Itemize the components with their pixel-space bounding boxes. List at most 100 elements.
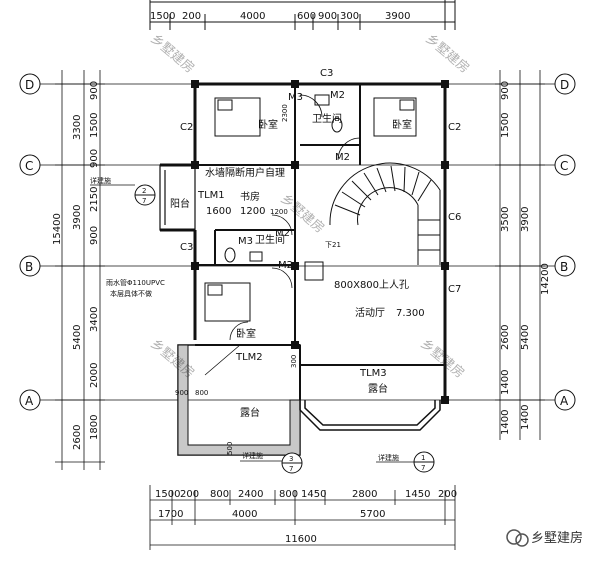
room-bedroom-nw: 卧室 (258, 118, 278, 131)
bottom-dim-3: 2400 (238, 489, 263, 500)
bottom-dim-4: 800 (279, 489, 298, 500)
left-outer-0: 3300 (72, 115, 83, 140)
tag-c6: C6 (448, 212, 461, 223)
left-inner-13: 1800 (89, 415, 100, 440)
note-pipe-2: 本层具体不做 (110, 289, 152, 298)
right-dimension-texts: 14200 3900 5400 1400 900 1500 3500 2600 … (500, 81, 551, 435)
axis-label-d-right: D (560, 78, 569, 92)
room-bedroom-sw: 卧室 (236, 327, 256, 340)
left-inner-1: 1500 (89, 113, 100, 138)
tag-c3-mid: C3 (180, 242, 193, 253)
right-outer-2: 1400 (520, 405, 531, 430)
bathroom-fixtures (224, 94, 343, 263)
tag-dim-2300: 2300 (281, 104, 289, 122)
tag-c3-top: C3 (320, 68, 333, 79)
detail1-top: 2 (142, 187, 146, 195)
tag-dim-900-800: 900 (175, 389, 188, 397)
bottom-dim-7: 1450 (405, 489, 430, 500)
tag-dim-1600: 1600 (206, 206, 231, 217)
room-terrace-sw: 露台 (240, 406, 260, 419)
bottom-dim-5: 1450 (301, 489, 326, 500)
tag-tlm3: TLM3 (359, 368, 387, 379)
brand-badge: 乡墅建房 (506, 529, 583, 547)
bottom-dim-2: 800 (210, 489, 229, 500)
axis-label-b-right: B (560, 260, 568, 274)
right-inner-10: 1400 (500, 410, 511, 435)
note-pipe: 雨水管Φ110UPVC (106, 278, 165, 287)
right-dimension-lines (495, 70, 545, 440)
furniture-beds (204, 97, 417, 322)
left-inner-2: 900 (89, 149, 100, 168)
bottom-dim-0: 1500 (155, 489, 180, 500)
tag-dim-1200: 1200 (240, 206, 265, 217)
brand-name: 乡墅建房 (531, 530, 583, 546)
room-balcony-west: 阳台 (170, 197, 190, 210)
top-dim-3: 600 (297, 11, 316, 22)
bottom-dim-8: 200 (438, 489, 457, 500)
watermark-5: 乡墅建房 (417, 336, 467, 382)
detail3-top: 1 (421, 454, 425, 462)
left-outer-3: 2600 (72, 425, 83, 450)
detail1-label: 详建施 (90, 176, 111, 185)
left-inner-9: 3400 (89, 307, 100, 332)
right-inner-0: 900 (500, 81, 511, 100)
watermark-1: 乡墅建房 (147, 31, 197, 77)
tag-dim-800: 800 (195, 389, 208, 397)
detail1-bot: 7 (142, 197, 146, 205)
axis-bubbles: D C B A D C B A (19, 73, 576, 411)
axis-label-a-left: A (25, 394, 34, 408)
roof-hatch (304, 261, 324, 281)
tag-m2-mid-a: M2 (275, 228, 290, 239)
detail3-bot: 7 (421, 464, 425, 472)
left-inner-6: 900 (89, 226, 100, 245)
room-terrace-se: 露台 (368, 382, 388, 395)
west-balcony (159, 164, 196, 231)
left-total: 15400 (52, 213, 63, 245)
left-inner-0: 900 (89, 81, 100, 100)
top-dim-5: 300 (340, 11, 359, 22)
room-study: 书房 (240, 190, 260, 203)
axis-grid (40, 83, 555, 401)
tag-m2-stair: M2 (335, 152, 350, 163)
right-total: 14200 (540, 263, 551, 295)
tag-dim-300: 300 (290, 355, 298, 368)
right-inner-7: 1400 (500, 370, 511, 395)
left-dimension-texts: 15400 3300 3900 5400 2600 900 1500 900 2… (52, 81, 100, 450)
detail3-label: 详建施 (378, 453, 399, 462)
bottom-dimension-lines (149, 485, 456, 550)
tag-tlm1: TLM1 (197, 190, 225, 201)
tag-m3-top: M3 (288, 92, 303, 103)
bottom-dim2-1: 4000 (232, 509, 257, 520)
note-wall: 水墙隔断用户自理 (205, 166, 285, 179)
tag-c2-left: C2 (180, 122, 193, 133)
bottom-total: 11600 (285, 534, 317, 545)
detail2-top: 3 (289, 455, 293, 463)
bottom-dim-1: 200 (180, 489, 199, 500)
tag-dim-500: 500 (226, 442, 234, 455)
wechat-icon (506, 529, 522, 545)
axis-label-c-right: C (560, 159, 568, 173)
tag-hatch: 800X800上人孔 (334, 279, 409, 291)
tag-stair-down: 下21 (325, 241, 341, 249)
tag-m2-top: M2 (330, 90, 345, 101)
left-inner-11: 2000 (89, 363, 100, 388)
left-outer-1: 3900 (72, 205, 83, 230)
bottom-dim2-0: 1700 (158, 509, 183, 520)
room-activity-hall: 活动厅 (355, 307, 385, 319)
tag-c7: C7 (448, 284, 461, 295)
axis-label-d-left: D (25, 78, 34, 92)
right-inner-1: 1500 (500, 113, 511, 138)
watermark-2: 乡墅建房 (422, 31, 472, 77)
top-dim-0: 1500 (150, 11, 175, 22)
spiral-staircase (329, 162, 441, 265)
tag-dim-1200b: 1200 (270, 208, 288, 216)
room-bathroom-north: 卫生间 (312, 112, 342, 125)
bottom-dim-6: 2800 (352, 489, 377, 500)
top-dim-4: 900 (318, 11, 337, 22)
tag-tlm2: TLM2 (235, 352, 263, 363)
watermark-4: 乡墅建房 (147, 336, 197, 382)
top-dim-6: 3900 (385, 11, 410, 22)
southeast-terrace (299, 400, 441, 431)
room-bathroom-mid: 卫生间 (255, 233, 285, 246)
